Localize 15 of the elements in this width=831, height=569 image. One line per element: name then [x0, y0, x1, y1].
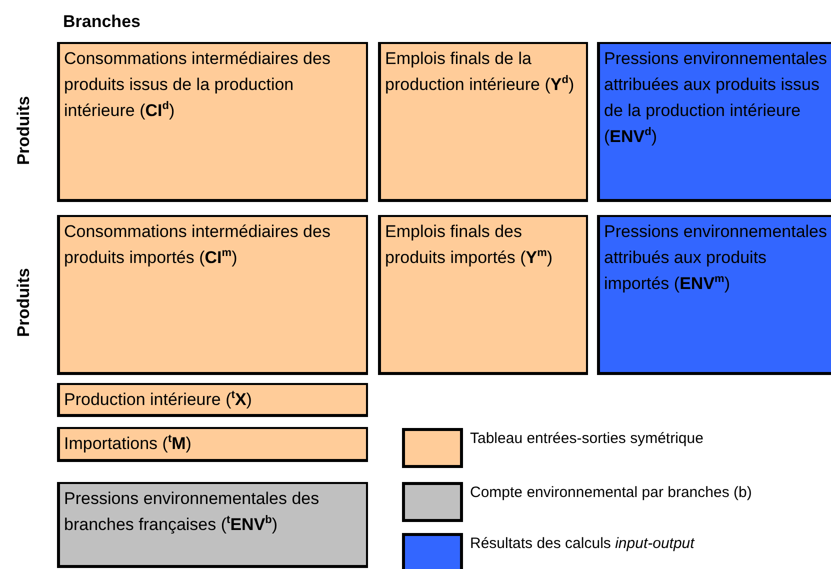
result-block: Pressions environnementales attribuées aux produits issus de la production intérieure (ENV$^{d}$) [597, 42, 831, 202]
result-block: Pressions environnementales attribués aux produits importés (ENV$^{m}$) [597, 215, 831, 375]
legend-label: Résultats des calculs input-output [470, 535, 694, 552]
table-block: Emplois finals de la production intérieure (Y$^{d}$) [378, 42, 588, 202]
row-header: Produits [14, 96, 34, 165]
column-header: Branches [63, 12, 140, 32]
table-block: Importations ($^{t}$M) [57, 427, 368, 462]
account-block: Pressions environnementales des branches françaises ($^{t}$ENV$^{b}$) [57, 482, 368, 568]
legend-label: Tableau entrées-sorties symétrique [470, 430, 704, 447]
legend-label: Compte environnemental par branches (b) [470, 484, 752, 501]
table-block: Emplois finals des produits importés (Y$^{m}$) [378, 215, 588, 375]
table-block: Production intérieure ($^{t}$X) [57, 383, 368, 417]
table-block: Consommations intermédiaires des produits issus de la production intérieure (CI$^{d}$) [57, 42, 368, 202]
table-block: Consommations intermédiaires des produits importés (CI$^{m}$) [57, 215, 368, 375]
row-header: Produits [14, 268, 34, 337]
